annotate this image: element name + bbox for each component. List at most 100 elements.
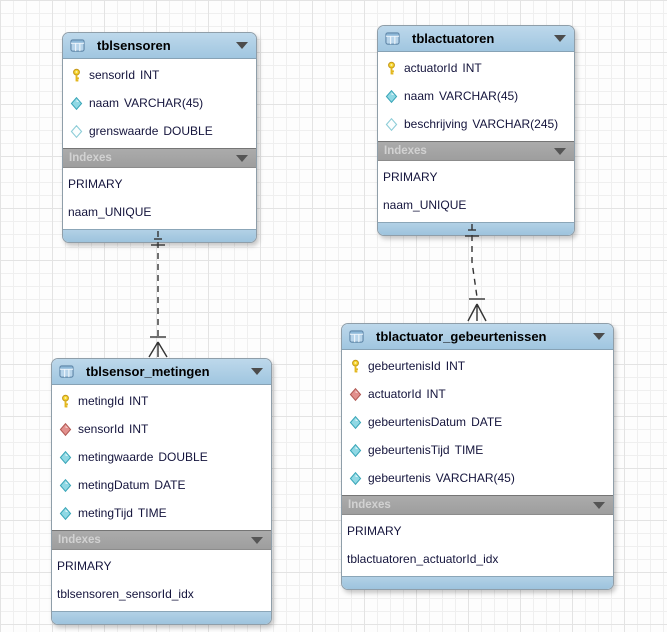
column-name: gebeurtenisTijd: [368, 443, 450, 457]
indexes-label: Indexes: [384, 145, 427, 157]
not-null-attribute-icon: [348, 443, 363, 458]
column-name: naam: [404, 89, 435, 103]
collapse-arrow-icon[interactable]: [593, 501, 605, 509]
primary-key-icon: [348, 359, 363, 374]
column-row[interactable]: gebeurtenisId INT: [342, 352, 613, 380]
column-row[interactable]: metingId INT: [52, 387, 271, 415]
relationship-sensoren-metingen[interactable]: [148, 231, 168, 358]
table-header[interactable]: tblsensor_metingen: [52, 359, 271, 385]
table-footer-bar: [342, 576, 613, 589]
foreign-key-icon: [348, 387, 363, 402]
table-title: tblsensoren: [97, 38, 171, 53]
column-row[interactable]: metingDatum DATE: [52, 471, 271, 499]
column-row[interactable]: grenswaarde DOUBLE: [63, 117, 256, 145]
not-null-attribute-icon: [58, 450, 73, 465]
table-footer-bar: [52, 611, 271, 624]
index-row[interactable]: tblactuatoren_actuatorId_idx: [342, 545, 613, 573]
collapse-arrow-icon[interactable]: [236, 154, 248, 162]
index-name: tblactuatoren_actuatorId_idx: [347, 552, 499, 566]
indexes-section: PRIMARY naam_UNIQUE: [378, 161, 574, 222]
column-type: INT: [129, 394, 149, 408]
column-type: DATE: [154, 478, 186, 492]
collapse-arrow-icon[interactable]: [236, 42, 248, 49]
column-row[interactable]: beschrijving VARCHAR(245): [378, 110, 574, 138]
column-row[interactable]: actuatorId INT: [378, 54, 574, 82]
column-name: sensorId: [78, 422, 125, 436]
index-row[interactable]: naam_UNIQUE: [378, 191, 574, 219]
indexes-header[interactable]: Indexes: [63, 148, 256, 168]
table-icon: [70, 38, 85, 53]
table-tblactuator-gebeurtenissen[interactable]: tblactuator_gebeurtenissen gebeurtenisId…: [341, 323, 614, 590]
column-name: actuatorId: [404, 61, 458, 75]
column-row[interactable]: sensorId INT: [63, 61, 256, 89]
column-row[interactable]: gebeurtenisDatum DATE: [342, 408, 613, 436]
table-tblsensoren[interactable]: tblsensoren sensorId INT naam VARCHAR(45…: [62, 32, 257, 243]
index-name: PRIMARY: [68, 177, 123, 191]
indexes-header[interactable]: Indexes: [342, 495, 613, 515]
collapse-arrow-icon[interactable]: [251, 368, 263, 375]
column-type: DOUBLE: [163, 124, 213, 138]
column-row[interactable]: sensorId INT: [52, 415, 271, 443]
collapse-arrow-icon[interactable]: [554, 147, 566, 155]
column-name: metingwaarde: [78, 450, 154, 464]
table-tblactuatoren[interactable]: tblactuatoren actuatorId INT naam VARCHA…: [377, 25, 575, 236]
not-null-attribute-icon: [69, 96, 84, 111]
column-name: beschrijving: [404, 117, 468, 131]
columns-section: metingId INT sensorId INT metingwaarde D…: [52, 385, 271, 530]
columns-section: actuatorId INT naam VARCHAR(45) beschrij…: [378, 52, 574, 141]
column-type: INT: [426, 387, 446, 401]
column-row[interactable]: gebeurtenis VARCHAR(45): [342, 464, 613, 492]
indexes-header[interactable]: Indexes: [52, 530, 271, 550]
index-row[interactable]: tblsensoren_sensorId_idx: [52, 580, 271, 608]
not-null-attribute-icon: [58, 506, 73, 521]
column-name: gebeurtenis: [368, 471, 431, 485]
collapse-arrow-icon[interactable]: [593, 333, 605, 340]
primary-key-icon: [69, 68, 84, 83]
column-name: naam: [89, 96, 120, 110]
table-icon: [385, 31, 400, 46]
index-row[interactable]: naam_UNIQUE: [63, 198, 256, 226]
column-name: sensorId: [89, 68, 136, 82]
collapse-arrow-icon[interactable]: [554, 35, 566, 42]
table-tblsensor-metingen[interactable]: tblsensor_metingen metingId INT sensorId…: [51, 358, 272, 625]
column-row[interactable]: actuatorId INT: [342, 380, 613, 408]
indexes-label: Indexes: [69, 152, 112, 164]
index-name: naam_UNIQUE: [383, 198, 467, 212]
table-header[interactable]: tblactuatoren: [378, 26, 574, 52]
index-row[interactable]: PRIMARY: [52, 552, 271, 580]
column-type: INT: [140, 68, 160, 82]
table-title: tblactuatoren: [412, 31, 495, 46]
column-name: gebeurtenisDatum: [368, 415, 467, 429]
table-header[interactable]: tblactuator_gebeurtenissen: [342, 324, 613, 350]
column-type: DOUBLE: [158, 450, 208, 464]
index-name: tblsensoren_sensorId_idx: [57, 587, 194, 601]
column-row[interactable]: naam VARCHAR(45): [378, 82, 574, 110]
index-row[interactable]: PRIMARY: [63, 170, 256, 198]
column-row[interactable]: metingwaarde DOUBLE: [52, 443, 271, 471]
primary-key-icon: [384, 61, 399, 76]
index-name: PRIMARY: [57, 559, 112, 573]
relationship-actuatoren-gebeurtenissen[interactable]: [465, 224, 487, 322]
collapse-arrow-icon[interactable]: [251, 536, 263, 544]
index-row[interactable]: PRIMARY: [342, 517, 613, 545]
columns-section: sensorId INT naam VARCHAR(45) grenswaard…: [63, 59, 256, 148]
primary-key-icon: [58, 394, 73, 409]
indexes-section: PRIMARY naam_UNIQUE: [63, 168, 256, 229]
indexes-header[interactable]: Indexes: [378, 141, 574, 161]
index-row[interactable]: PRIMARY: [378, 163, 574, 191]
indexes-section: PRIMARY tblsensoren_sensorId_idx: [52, 550, 271, 611]
not-null-attribute-icon: [348, 471, 363, 486]
not-null-attribute-icon: [348, 415, 363, 430]
column-name: metingDatum: [78, 478, 150, 492]
table-icon: [349, 329, 364, 344]
column-type: INT: [445, 359, 466, 373]
table-header[interactable]: tblsensoren: [63, 33, 256, 59]
column-name: metingTijd: [78, 506, 133, 520]
column-row[interactable]: metingTijd TIME: [52, 499, 271, 527]
index-name: naam_UNIQUE: [68, 205, 152, 219]
column-row[interactable]: naam VARCHAR(45): [63, 89, 256, 117]
column-type: VARCHAR(45): [439, 89, 519, 103]
column-row[interactable]: gebeurtenisTijd TIME: [342, 436, 613, 464]
not-null-attribute-icon: [58, 478, 73, 493]
